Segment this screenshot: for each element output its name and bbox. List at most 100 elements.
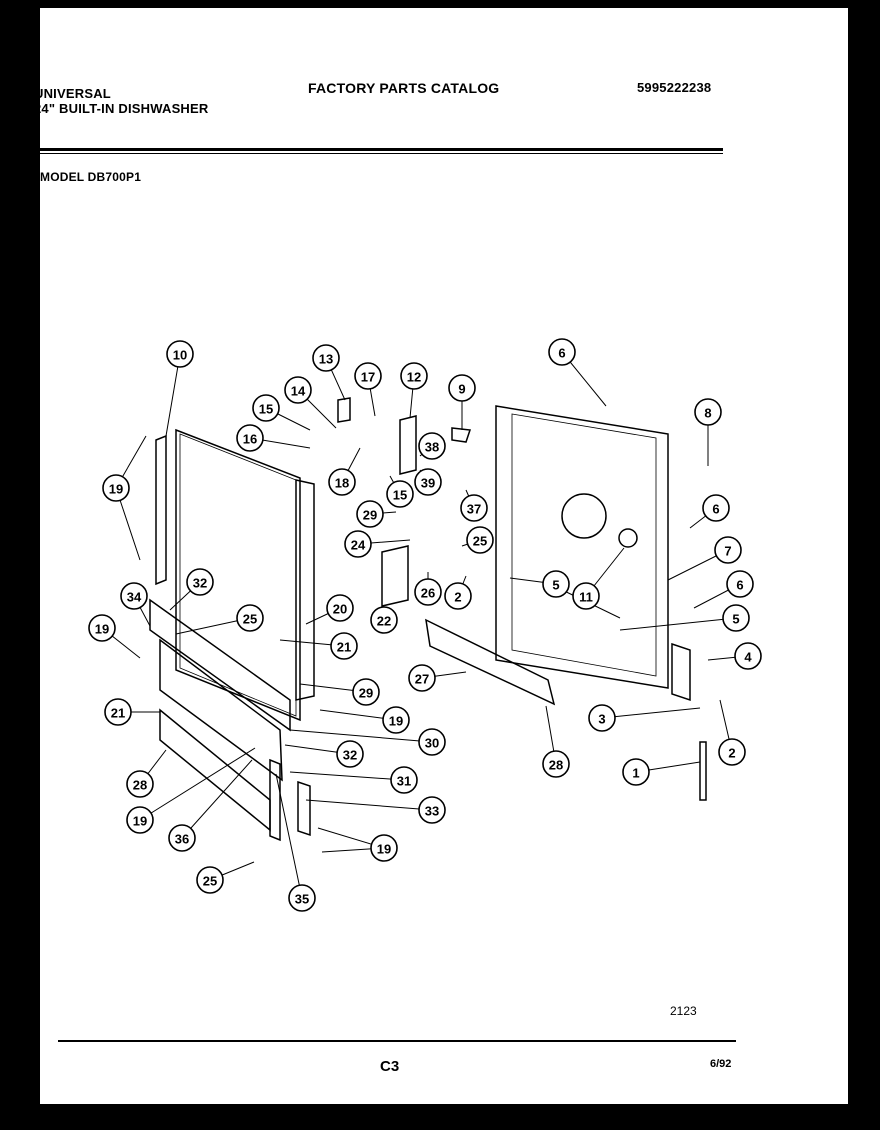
part-21-outer-panel — [159, 638, 283, 782]
callout-label: 35 — [295, 892, 309, 907]
callout-1: 1 — [622, 758, 650, 786]
part-22-latch-housing — [381, 545, 409, 607]
callout-15: 15 — [386, 480, 414, 508]
callout-label: 12 — [407, 370, 421, 385]
callout-6: 6 — [702, 494, 730, 522]
callout-19: 19 — [370, 834, 398, 862]
callout-24: 24 — [344, 530, 372, 558]
callout-label: 25 — [243, 612, 257, 627]
callout-label: 20 — [333, 602, 347, 617]
callout-17: 17 — [354, 362, 382, 390]
callout-25: 25 — [196, 866, 224, 894]
part-hinge-arm — [671, 642, 691, 702]
part-9-handle — [451, 427, 472, 443]
callout-33: 33 — [418, 796, 446, 824]
callout-label: 32 — [343, 748, 357, 763]
callout-28: 28 — [542, 750, 570, 778]
callout-11: 11 — [572, 582, 600, 610]
callout-label: 30 — [425, 736, 439, 751]
callout-14: 14 — [284, 376, 312, 404]
part-33-bracket — [297, 780, 311, 837]
callout-32: 32 — [186, 568, 214, 596]
callout-label: 6 — [712, 502, 719, 517]
brand-name: UNIVERSAL — [34, 86, 111, 101]
callout-label: 6 — [558, 346, 565, 361]
part-dispenser — [561, 493, 607, 539]
callout-38: 38 — [418, 432, 446, 460]
callout-label: 33 — [425, 804, 439, 819]
callout-29: 29 — [352, 678, 380, 706]
callout-label: 19 — [95, 622, 109, 637]
part-1-spring — [699, 741, 707, 801]
footer-rule — [58, 1040, 736, 1042]
callout-label: 21 — [337, 640, 351, 655]
part-inner-door-panel — [175, 428, 301, 722]
callout-32: 32 — [336, 740, 364, 768]
header-rule-thin — [40, 153, 723, 154]
callout-4: 4 — [734, 642, 762, 670]
callout-16: 16 — [236, 424, 264, 452]
callout-9: 9 — [448, 374, 476, 402]
catalog-part-number: 5995222238 — [637, 80, 712, 95]
callout-label: 21 — [111, 706, 125, 721]
callout-label: 5 — [552, 578, 559, 593]
callout-label: 5 — [732, 612, 739, 627]
callout-label: 19 — [377, 842, 391, 857]
callout-25: 25 — [236, 604, 264, 632]
model-number: MODEL DB700P1 — [40, 170, 142, 184]
callout-label: 39 — [421, 476, 435, 491]
callout-2: 2 — [718, 738, 746, 766]
callout-label: 4 — [744, 650, 752, 665]
callout-label: 37 — [467, 502, 481, 517]
callout-label: 27 — [415, 672, 429, 687]
part-10-side-trim — [155, 434, 167, 586]
catalog-date: 6/92 — [710, 1058, 732, 1070]
callout-label: 1 — [632, 766, 639, 781]
catalog-title: FACTORY PARTS CATALOG — [308, 80, 500, 96]
callout-36: 36 — [168, 824, 196, 852]
callout-label: 9 — [458, 382, 465, 397]
callout-29: 29 — [356, 500, 384, 528]
callout-label: 18 — [335, 476, 349, 491]
part-11-rinse-cap — [618, 528, 638, 548]
part-36-bottom-trim — [159, 708, 271, 832]
callout-34: 34 — [120, 582, 148, 610]
callout-label: 13 — [319, 352, 333, 367]
page-number: C3 — [380, 1058, 400, 1075]
drawing-number: 2123 — [670, 1004, 697, 1018]
callout-label: 14 — [291, 384, 306, 399]
header-rule-thick — [40, 148, 723, 151]
product-name: 24" BUILT-IN DISHWASHER — [34, 101, 209, 116]
callout-label: 17 — [361, 370, 375, 385]
callout-label: 2 — [728, 746, 735, 761]
callout-19: 19 — [126, 806, 154, 834]
callout-19: 19 — [382, 706, 410, 734]
callout-15: 15 — [252, 394, 280, 422]
diagram-artwork — [101, 351, 749, 899]
callout-label: 19 — [133, 814, 147, 829]
part-12-latch — [399, 415, 417, 475]
callout-8: 8 — [694, 398, 722, 426]
callout-18: 18 — [328, 468, 356, 496]
callout-label: 24 — [351, 538, 366, 553]
catalog-sheet — [40, 8, 848, 1104]
callout-label: 31 — [397, 774, 411, 789]
callout-label: 8 — [704, 406, 711, 421]
callout-label: 28 — [549, 758, 563, 773]
callout-37: 37 — [460, 494, 488, 522]
callout-label: 15 — [393, 488, 407, 503]
callout-7: 7 — [714, 536, 742, 564]
callout-label: 2 — [454, 590, 461, 605]
callout-21: 21 — [330, 632, 358, 660]
callout-26: 26 — [414, 578, 442, 606]
callout-22: 22 — [370, 606, 398, 634]
callout-label: 15 — [259, 402, 273, 417]
callout-label: 38 — [425, 440, 439, 455]
callout-5: 5 — [542, 570, 570, 598]
part-7-outer-door — [495, 405, 669, 689]
callout-label: 29 — [359, 686, 373, 701]
callout-label: 36 — [175, 832, 189, 847]
callout-label: 26 — [421, 586, 435, 601]
